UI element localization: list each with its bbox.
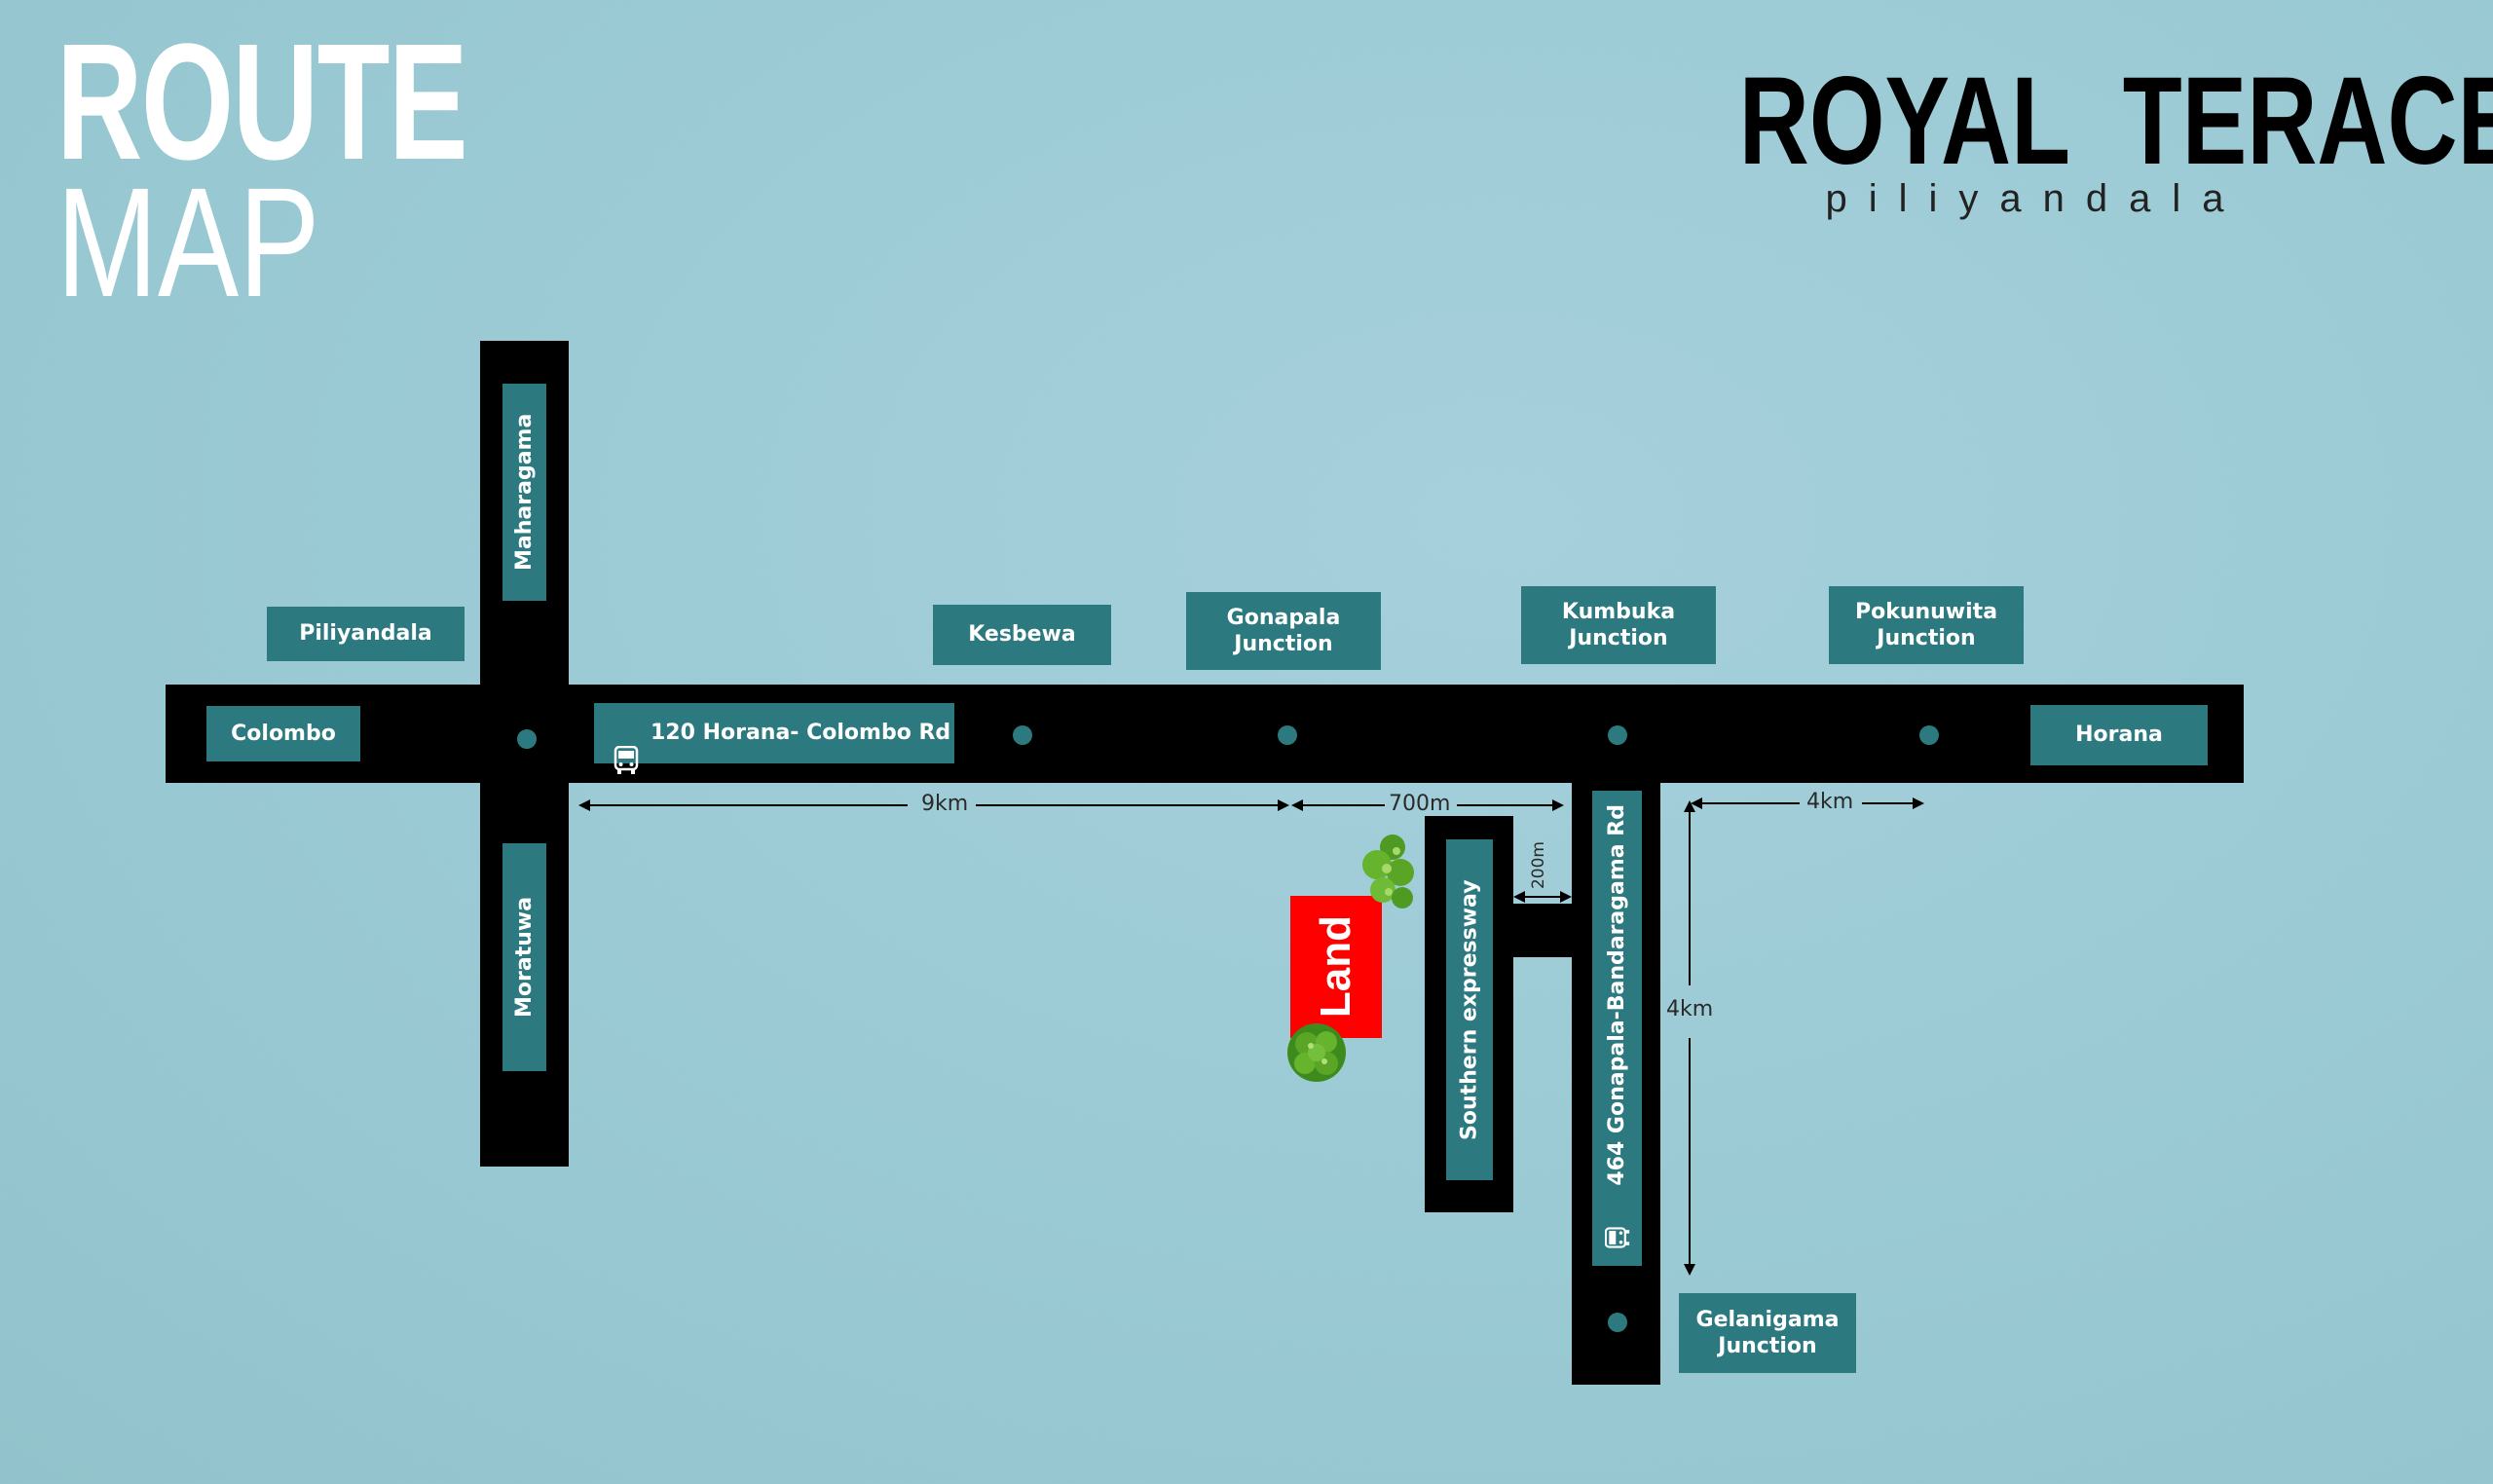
place-colombo: Colombo bbox=[206, 706, 360, 761]
route-title: ROUTE MAP bbox=[56, 19, 468, 329]
bus-icon bbox=[1604, 1223, 1630, 1252]
junction-dot-pokunuwita bbox=[1919, 725, 1939, 745]
distance-9km: 9km bbox=[921, 792, 969, 816]
road-label-gonapala-bandaragama: 464 Gonapala-Bandaragama Rd bbox=[1592, 791, 1642, 1266]
place-gelanigama-junction: Gelanigama Junction bbox=[1679, 1293, 1856, 1373]
distance-700m: 700m bbox=[1389, 792, 1451, 816]
tree-icon bbox=[1285, 1020, 1348, 1085]
place-kesbewa: Kesbewa bbox=[933, 605, 1111, 665]
tree-icon bbox=[1354, 830, 1424, 913]
junction-dot-maharagama bbox=[517, 729, 537, 749]
place-piliyandala: Piliyandala bbox=[267, 607, 465, 661]
brand-subtitle: piliyandala bbox=[1825, 177, 2246, 220]
land-marker: Land bbox=[1290, 896, 1382, 1038]
place-horana: Horana bbox=[2030, 705, 2208, 765]
junction-dot-gelanigama bbox=[1608, 1313, 1627, 1332]
place-gonapala-junction: Gonapala Junction bbox=[1186, 592, 1381, 670]
route-title-line2: MAP bbox=[56, 155, 320, 329]
road-label-main-text: 120 Horana- Colombo Rd bbox=[651, 721, 951, 746]
junction-dot-kumbuka bbox=[1608, 725, 1627, 745]
distance-200m: 200m bbox=[1529, 841, 1548, 890]
road-label-main: 120 Horana- Colombo Rd bbox=[594, 703, 954, 774]
junction-dot-gonapala bbox=[1278, 725, 1297, 745]
place-kumbuka-junction: Kumbuka Junction bbox=[1521, 586, 1716, 664]
distance-4km-horizontal: 4km bbox=[1806, 790, 1854, 814]
place-pokunuwita-junction: Pokunuwita Junction bbox=[1829, 586, 2024, 664]
junction-dot-kesbewa bbox=[1013, 725, 1032, 745]
road-expressway-link bbox=[1513, 904, 1574, 957]
bus-icon bbox=[614, 719, 639, 774]
distance-4km-vertical: 4km bbox=[1666, 997, 1714, 1021]
